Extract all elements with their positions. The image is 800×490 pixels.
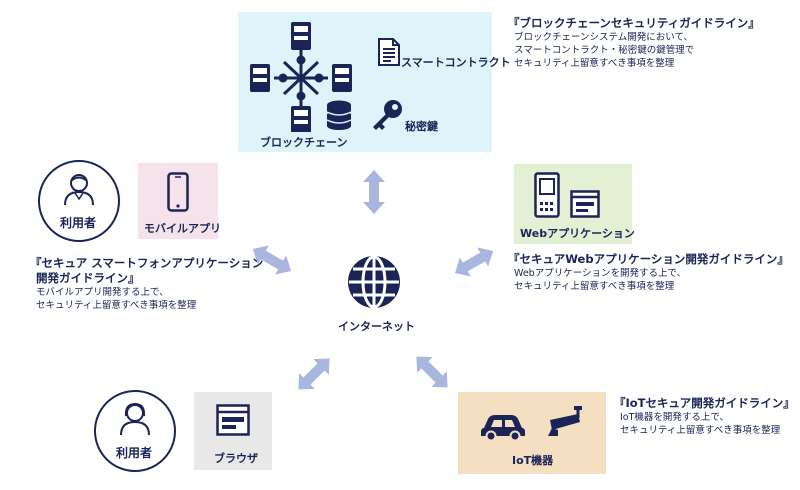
- mobile-guideline-title: 開発ガイドライン』: [36, 271, 140, 285]
- blockchain-box: ブロックチェーン スマートコントラクト 秘密鍵: [238, 12, 511, 152]
- user-icon: [120, 402, 150, 436]
- web-guideline-line: セキュリティ上留意すべき事項を整理: [514, 281, 675, 292]
- web-app-box: Webアプリケーション: [514, 164, 635, 244]
- database-icon: [326, 100, 352, 130]
- browser-box: ブラウザ: [194, 392, 272, 470]
- mobile-app-box: モバイルアプリ: [138, 163, 221, 239]
- private-key-label: 秘密鍵: [405, 120, 438, 133]
- web-guideline-line: Webアプリケーションを開発する上で、: [514, 268, 687, 279]
- server-icon: [534, 172, 560, 218]
- mobile-app-label: モバイルアプリ: [144, 222, 221, 235]
- globe-icon: [348, 255, 400, 309]
- browser-label: ブラウザ: [214, 452, 258, 465]
- internet-label: インターネット: [338, 320, 415, 333]
- arrow-browser-internet: [290, 350, 338, 398]
- key-icon: [373, 100, 402, 130]
- iot-guideline: 『IoTセキュア開発ガイドライン』 IoT機器を開発する上で、 セキュリティ上留…: [614, 396, 795, 437]
- browser-window-icon: [570, 190, 600, 218]
- blockchain-guideline-line: セキュリティ上留意すべき事項を整理: [514, 58, 675, 69]
- web-guideline: 『セキュアWebアプリケーション開発ガイドライン』 Webアプリケーションを開発…: [508, 252, 789, 293]
- browser-window-icon: [216, 404, 250, 436]
- smartphone-icon: [167, 172, 189, 212]
- iot-guideline-title: 『IoTセキュア開発ガイドライン』: [614, 396, 795, 410]
- blockchain-guideline-line: ブロックチェーンシステム開発において、: [514, 32, 693, 43]
- blockchain-guideline-line: スマートコントラクト・秘密鍵の鍵管理で: [514, 45, 695, 56]
- arrow-iot-internet: [408, 348, 456, 396]
- blockchain-network-icon: [250, 22, 352, 132]
- user-label-top: 利用者: [60, 216, 97, 230]
- arrow-mobile-internet: [247, 239, 297, 281]
- iot-guideline-line: セキュリティ上留意すべき事項を整理: [620, 425, 781, 436]
- user-circle-bottom: 利用者: [94, 390, 176, 472]
- mobile-guideline-line: セキュリティ上留意すべき事項を整理: [36, 300, 197, 311]
- car-icon: [481, 415, 525, 440]
- user-icon: [64, 174, 94, 206]
- mobile-guideline: 『セキュア スマートフォンアプリケーション 開発ガイドライン』 モバイルアプリ開…: [30, 256, 263, 312]
- mobile-guideline-line: モバイルアプリ開発する上で、: [36, 287, 169, 298]
- iot-guideline-line: IoT機器を開発する上で、: [620, 412, 730, 423]
- arrow-web-internet: [449, 241, 499, 283]
- user-circle-top: 利用者: [38, 160, 120, 242]
- security-camera-icon: [548, 406, 582, 436]
- blockchain-guideline-title: 『ブロックチェーンセキュリティガイドライン』: [508, 16, 760, 30]
- web-guideline-title: 『セキュアWebアプリケーション開発ガイドライン』: [508, 252, 789, 266]
- arrow-blockchain-internet: [363, 170, 385, 214]
- smart-contract-label: スマートコントラクト: [401, 56, 511, 69]
- iot-label: IoT機器: [512, 454, 554, 467]
- iot-box: IoT機器: [458, 392, 606, 474]
- blockchain-label: ブロックチェーン: [260, 136, 348, 149]
- mobile-guideline-title: 『セキュア スマートフォンアプリケーション: [30, 256, 264, 270]
- web-app-label: Webアプリケーション: [520, 227, 635, 240]
- user-label-bottom: 利用者: [116, 446, 153, 460]
- blockchain-guideline: 『ブロックチェーンセキュリティガイドライン』 ブロックチェーンシステム開発におい…: [508, 16, 760, 70]
- document-icon: [378, 38, 400, 66]
